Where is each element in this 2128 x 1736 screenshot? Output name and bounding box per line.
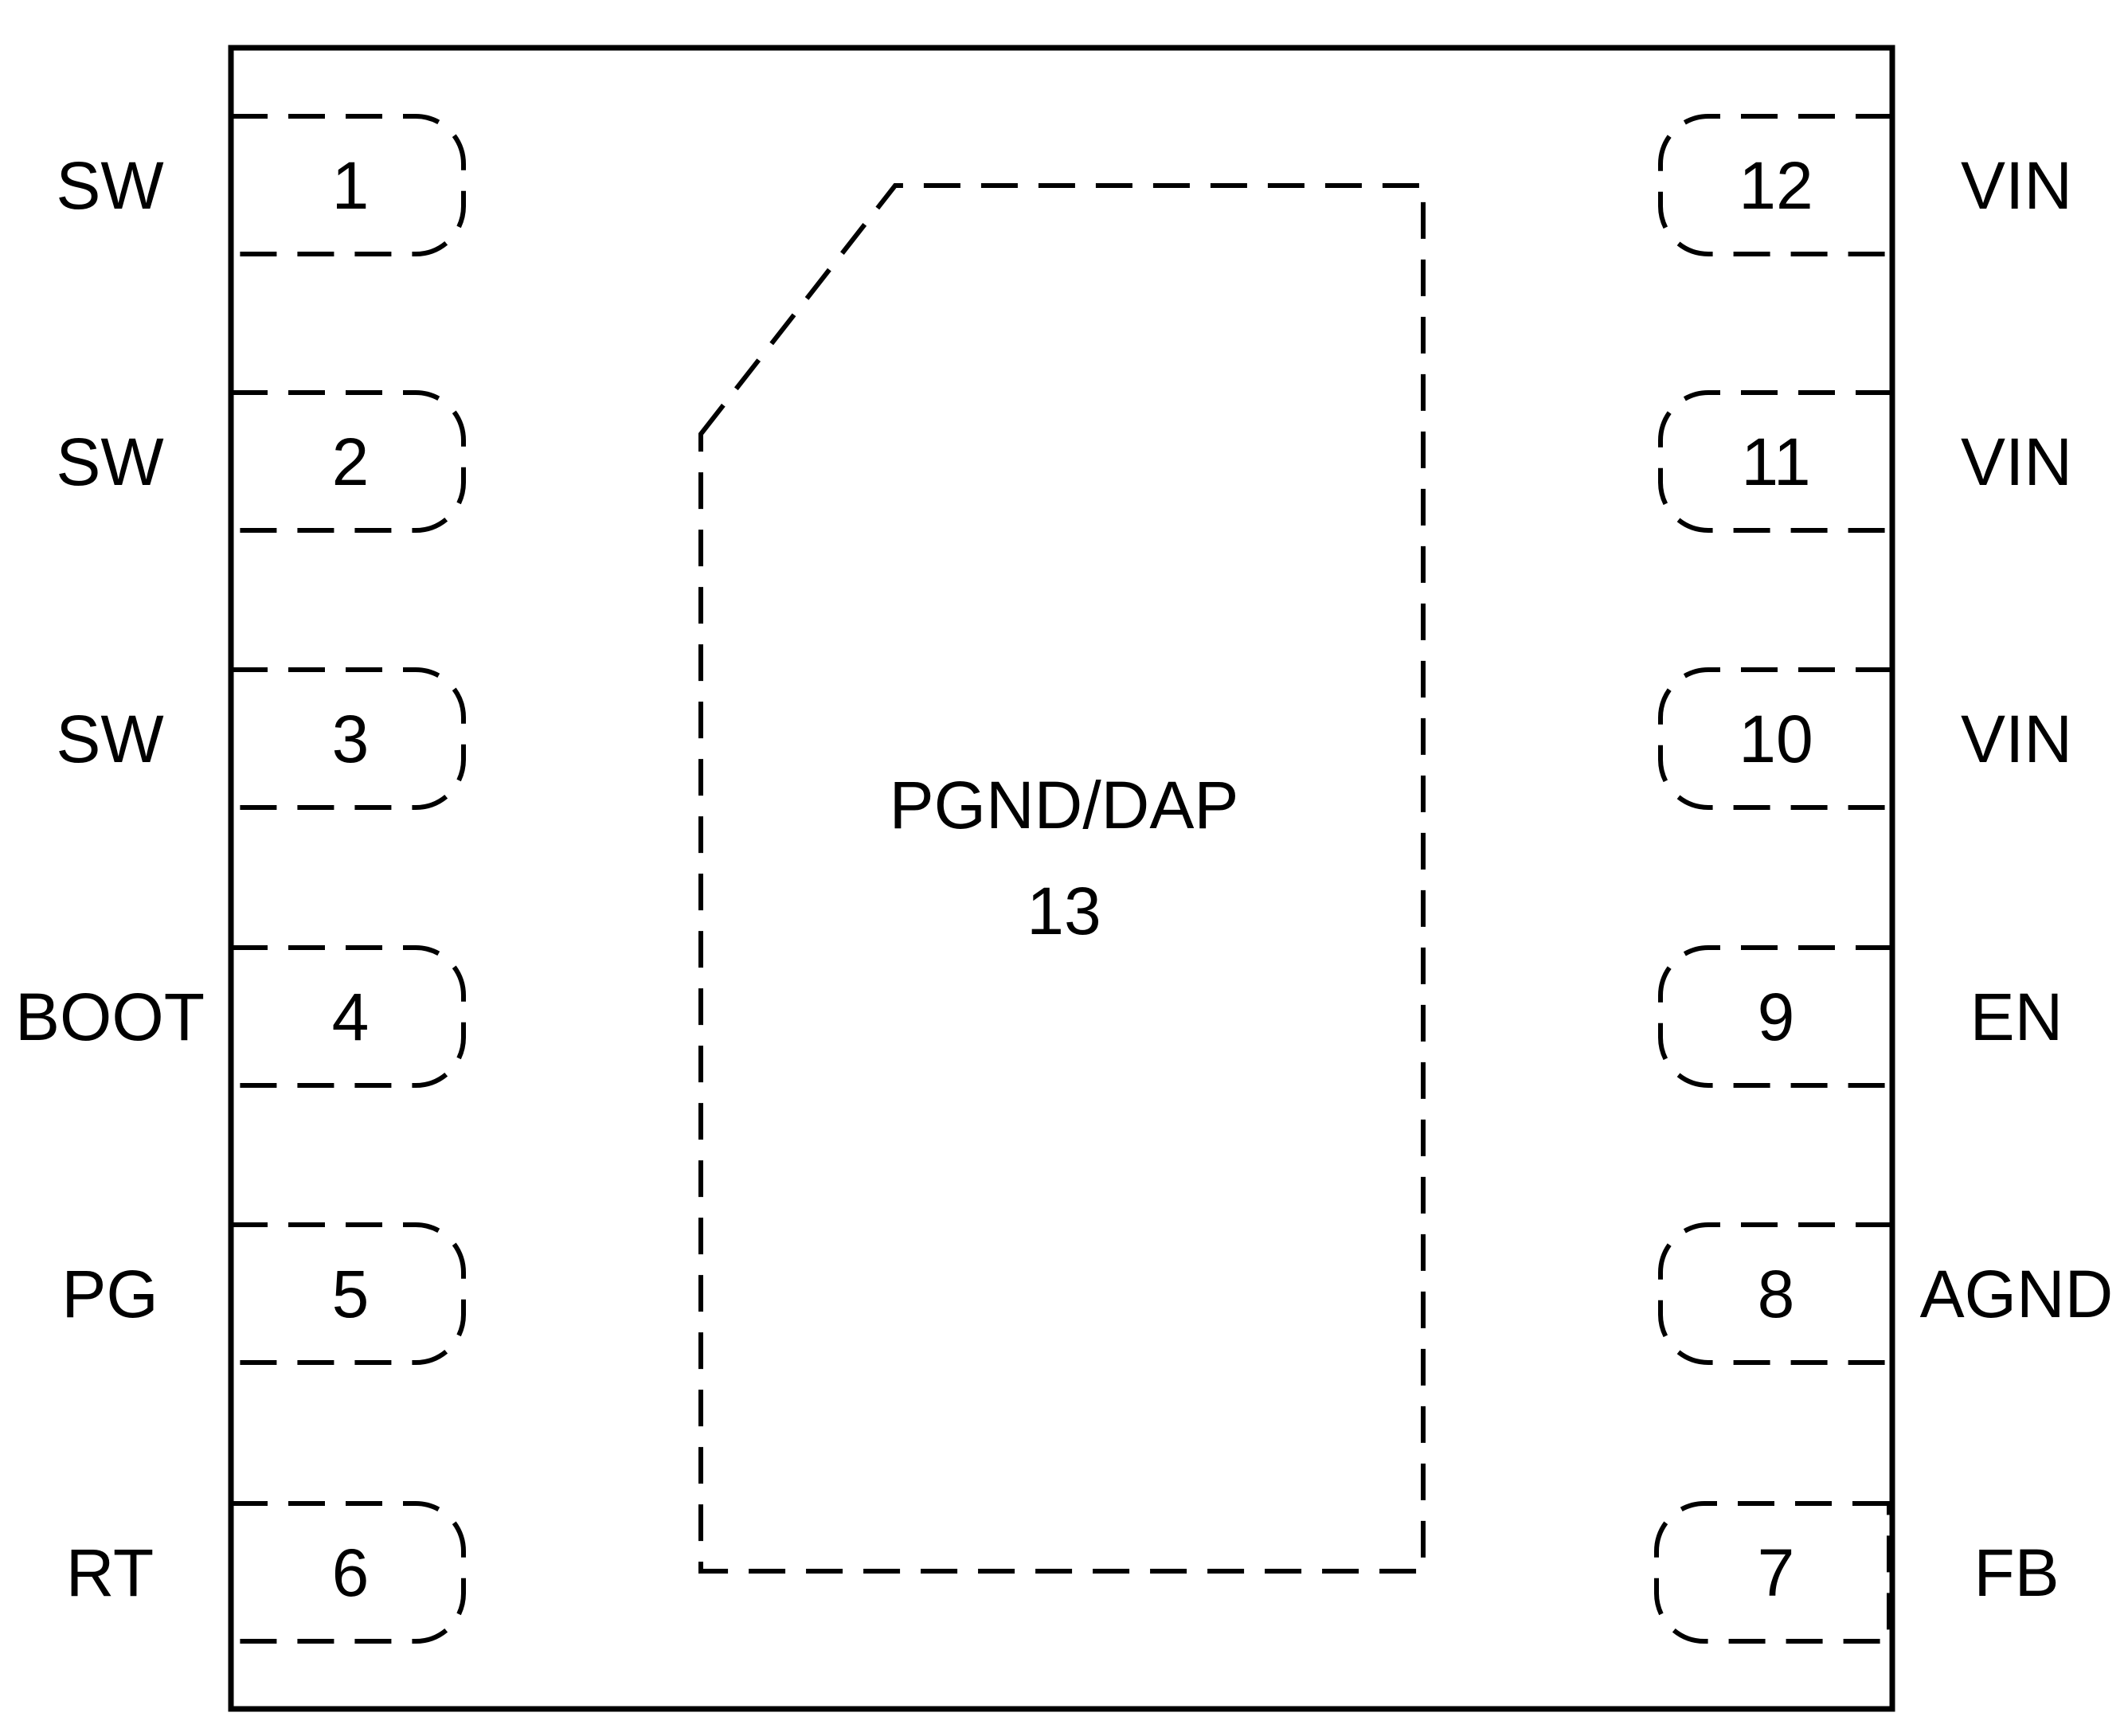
pin-number: 8 [1758,1257,1795,1331]
left-pin-5: 5 PG [61,1222,466,1365]
pin-number: 6 [332,1535,370,1610]
left-pin-6: 6 RT [66,1501,466,1644]
exposed-pad-name: PGND/DAP [890,768,1239,843]
pin-number: 4 [332,979,370,1054]
exposed-pad-number: 13 [1027,874,1101,948]
left-pin-2: 2 SW [56,390,466,533]
pin-name: RT [66,1535,154,1610]
package-outline [228,45,1895,1712]
pin-number: 7 [1758,1535,1795,1610]
pin-number: 1 [332,148,370,223]
pin-name: SW [56,702,163,776]
left-pin-3: 3 SW [56,667,466,810]
pin-name: SW [56,148,163,223]
left-pin-1: 1 SW [56,114,466,256]
exposed-pad-outline [698,183,1426,1574]
left-pin-4: 4 BOOT [15,945,466,1088]
pin-number: 10 [1739,702,1813,776]
pin-number: 9 [1758,979,1795,1054]
pin-name: AGND [1920,1257,2114,1331]
pin-number: 2 [332,424,370,499]
pin-name: EN [1970,979,2063,1054]
pin-number: 3 [332,702,370,776]
pin-name: VIN [1961,702,2072,776]
pin-number: 11 [1741,424,1810,499]
pin-number: 12 [1739,148,1813,223]
right-pin-9: 9 EN [1658,945,2063,1088]
pin-number: 5 [332,1257,370,1331]
pin-name: BOOT [15,979,205,1054]
pin-name: PG [61,1257,158,1331]
right-pin-12: 12 VIN [1658,114,2072,256]
right-pin-8: 8 AGND [1658,1222,2114,1365]
right-pin-10: 10 VIN [1658,667,2072,810]
pin-name: FB [1973,1535,2059,1610]
pin-name: VIN [1961,148,2072,223]
right-pin-7: 7 FB [1654,1501,2060,1644]
pin-name: SW [56,424,163,499]
right-pin-11: 11 VIN [1658,390,2072,533]
pin-name: VIN [1961,424,2072,499]
